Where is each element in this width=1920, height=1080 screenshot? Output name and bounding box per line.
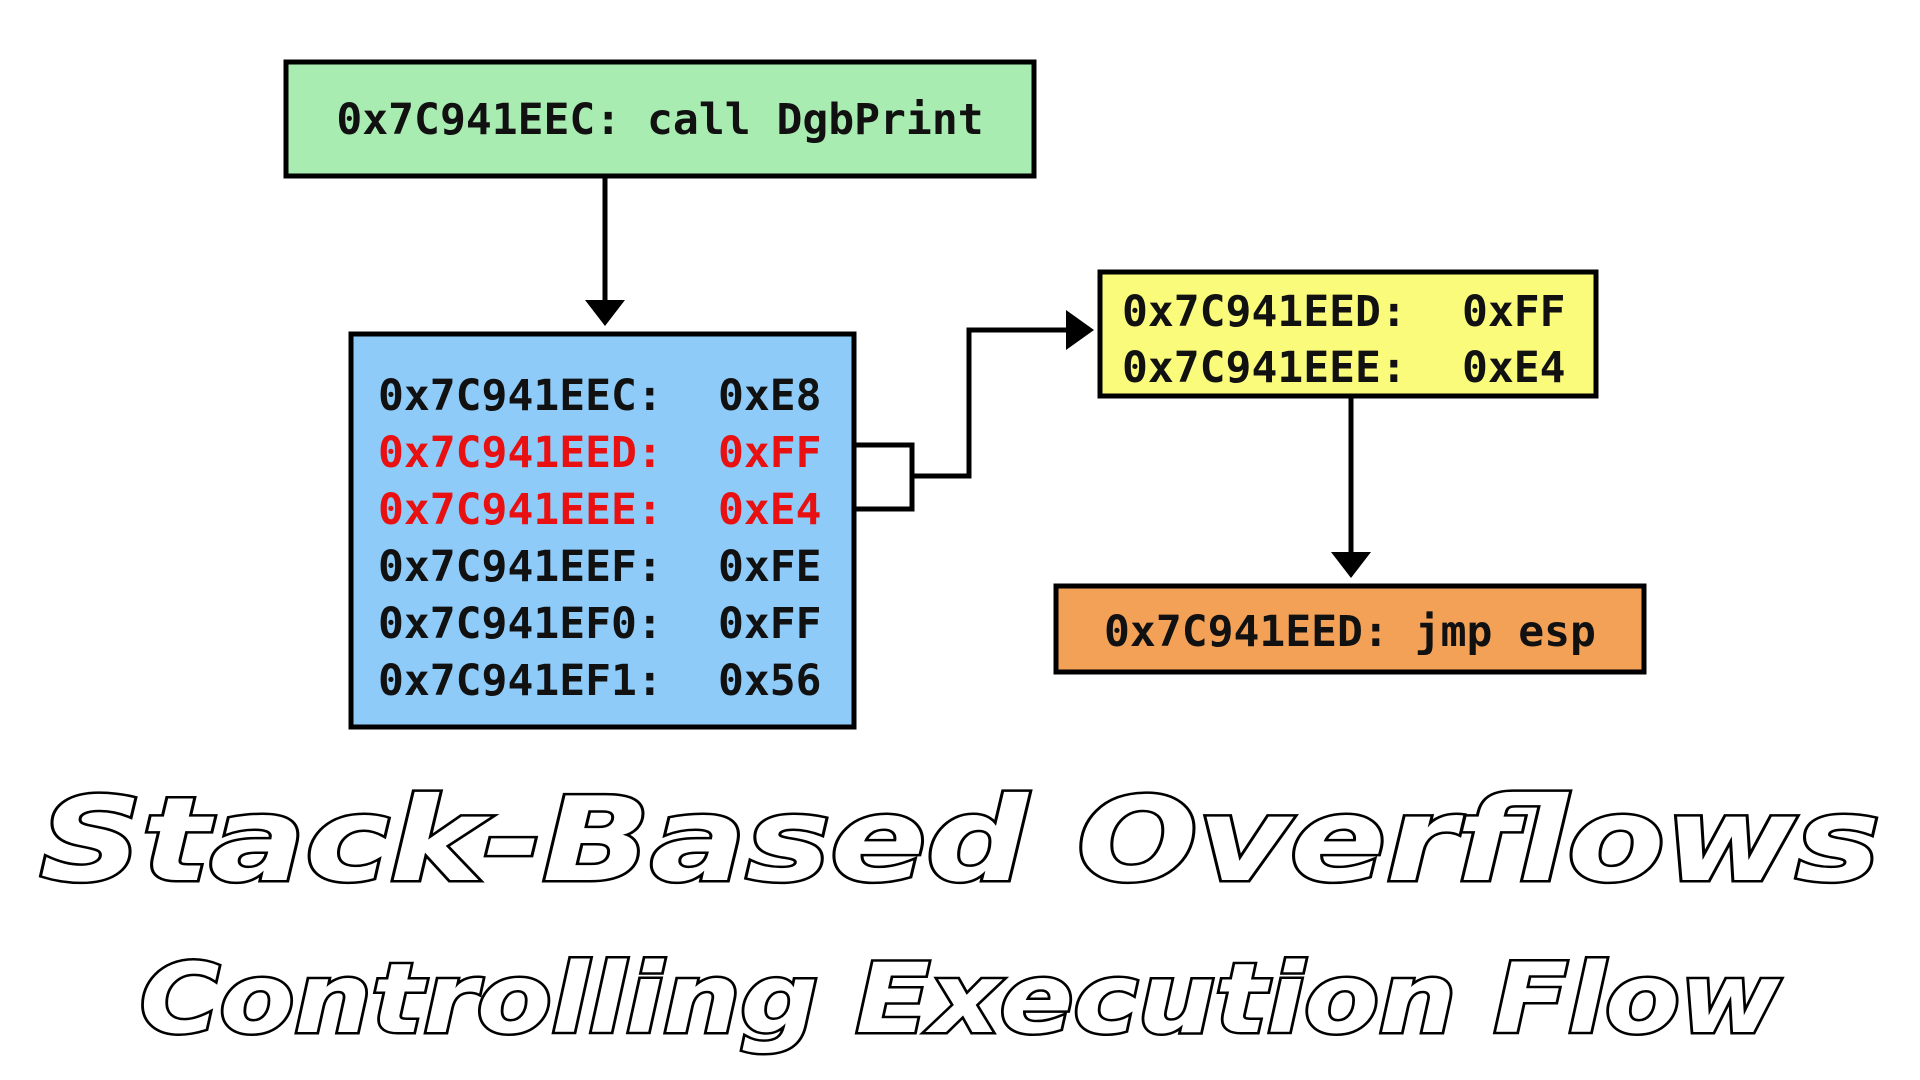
highlight-to-jmp-arrowhead xyxy=(1331,552,1371,578)
memory-row-addr-4: 0x7C941EF0: xyxy=(378,599,663,649)
subtitle: Controlling Execution Flow xyxy=(140,943,1780,1055)
highlighted-rows: 0x7C941EED: 0xFF 0x7C941EEE: 0xE4 xyxy=(1122,287,1566,393)
memory-row-value-1: 0xFF xyxy=(718,428,822,478)
call-instruction-box xyxy=(283,59,1037,179)
memory-row-addr-5: 0x7C941EF1: xyxy=(378,656,663,706)
call-instruction-text: 0x7C941EEC: call DgbPrint xyxy=(336,95,983,145)
memory-row-value-0: 0xE8 xyxy=(718,371,822,421)
memory-row-addr-0: 0x7C941EEC: xyxy=(378,371,663,421)
memory-row-addr-2: 0x7C941EEE: xyxy=(378,485,663,535)
jmp-instruction-box xyxy=(1053,583,1647,675)
memory-bytes-box xyxy=(348,331,857,730)
jmp-instruction-text: 0x7C941EED: jmp esp xyxy=(1104,607,1596,657)
memory-rows: 0x7C941EEC: 0xE8 0x7C941EED: 0xFF 0x7C941EEE… xyxy=(378,371,822,706)
highlighted-row-addr-0: 0x7C941EED: xyxy=(1122,287,1407,337)
main-title: Stack-Based Overflows xyxy=(40,773,1880,908)
call-to-memory-arrowhead xyxy=(585,300,625,326)
highlight-arrowhead xyxy=(1066,310,1094,350)
bracket-to-highlight-connector xyxy=(912,327,1070,479)
highlighted-row-value-1: 0xE4 xyxy=(1462,343,1566,393)
highlighted-row-addr-1: 0x7C941EEE: xyxy=(1122,343,1407,393)
memory-row-addr-1: 0x7C941EED: xyxy=(378,428,663,478)
highlighted-bytes-box xyxy=(1097,269,1599,399)
highlight-bracket xyxy=(854,442,915,512)
memory-row-value-5: 0x56 xyxy=(718,656,822,706)
highlighted-row-value-0: 0xFF xyxy=(1462,287,1566,337)
memory-row-value-4: 0xFF xyxy=(718,599,822,649)
memory-row-value-3: 0xFE xyxy=(718,542,822,592)
memory-row-value-2: 0xE4 xyxy=(718,485,822,535)
memory-row-addr-3: 0x7C941EEF: xyxy=(378,542,663,592)
